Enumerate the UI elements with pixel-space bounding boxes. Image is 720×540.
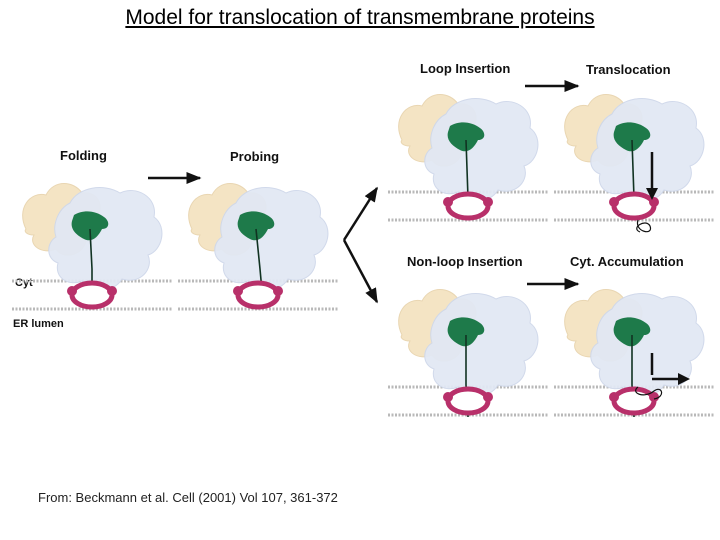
large-subunit <box>590 293 705 397</box>
factor-protein <box>237 211 275 241</box>
translocon-lobe-left <box>443 197 453 207</box>
panel-loop-insertion <box>388 94 548 222</box>
factor-protein <box>447 122 485 152</box>
cytosolic-loop <box>635 386 663 400</box>
accumulation-arrowhead <box>678 373 690 385</box>
label-probing: Probing <box>230 149 280 164</box>
panel-translocation <box>554 94 714 233</box>
factor-protein <box>447 317 485 347</box>
page-title: Model for translocation of transmembrane… <box>125 6 595 29</box>
large-subunit <box>214 187 329 291</box>
large-subunit <box>424 98 539 202</box>
large-subunit <box>48 187 163 291</box>
factor-protein <box>71 211 109 241</box>
arrow-branch-down <box>342 239 379 304</box>
panel-folding <box>12 183 172 311</box>
panel-probing <box>178 183 338 311</box>
translocon-lobe-right <box>649 392 659 402</box>
large-subunit <box>590 98 705 202</box>
label-er-lumen: ER lumen <box>13 318 64 330</box>
label-folding: Folding <box>60 148 107 163</box>
translocon-lobe-left <box>609 197 619 207</box>
panel-nonloop-insertion <box>388 289 548 418</box>
translocon-lobe-left <box>67 286 77 296</box>
translocation-arrowhead <box>646 188 658 200</box>
arrow-branch-up <box>342 186 379 241</box>
factor-protein <box>613 317 651 347</box>
translocon-lobe-left <box>609 392 619 402</box>
factor-protein <box>613 122 651 152</box>
panel-cyt-accumulation <box>554 289 714 418</box>
source-citation: From: Beckmann et al. Cell (2001) Vol 10… <box>38 490 338 505</box>
translocon-lobe-right <box>649 197 659 207</box>
translocon-lobe-left <box>233 286 243 296</box>
label-loop-insertion: Loop Insertion <box>420 61 511 76</box>
label-translocation: Translocation <box>586 62 671 77</box>
label-cyt-accumulation: Cyt. Accumulation <box>570 254 684 269</box>
translocon-lobe-right <box>107 286 117 296</box>
label-nonloop-insertion: Non-loop Insertion <box>407 254 523 269</box>
translocon-lobe-left <box>443 392 453 402</box>
large-subunit <box>424 293 539 397</box>
translocon-lobe-right <box>483 197 493 207</box>
translocon-lobe-right <box>273 286 283 296</box>
lumenal-loop <box>636 219 652 233</box>
translocon-lobe-right <box>483 392 493 402</box>
